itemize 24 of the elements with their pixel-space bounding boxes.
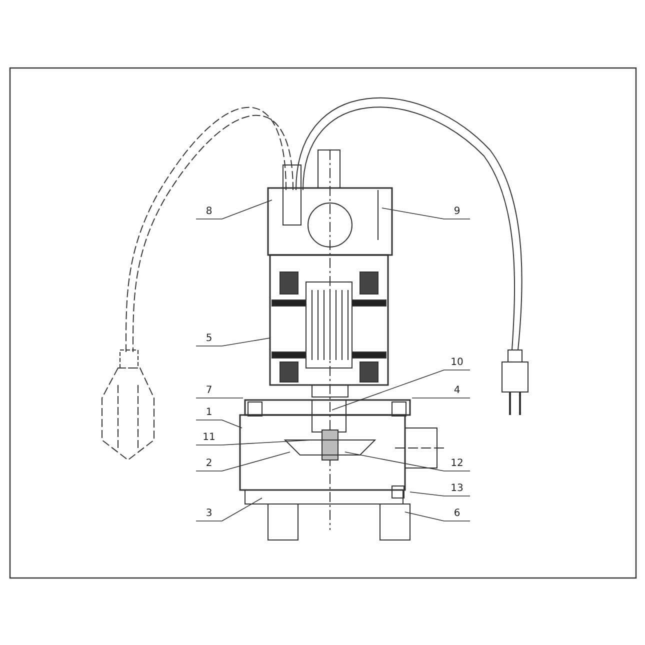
callout-number: 4: [444, 385, 470, 397]
callout-number: 9: [444, 206, 470, 218]
leader-line: [410, 492, 470, 496]
leader-line: [382, 208, 470, 220]
leader-line: [196, 452, 290, 472]
callout-number: 6: [444, 508, 470, 520]
callout-number: 2: [196, 458, 222, 470]
callout-number: 3: [196, 508, 222, 520]
leader-line: [196, 420, 242, 428]
leader-line: [196, 440, 312, 446]
callout-number: 7: [196, 385, 222, 397]
callout-number: 5: [196, 333, 222, 345]
callout-number: 1: [196, 407, 222, 419]
callout-number: 10: [444, 357, 470, 369]
leader-line: [404, 512, 470, 522]
leader-line: [196, 498, 262, 522]
leader-line: [332, 370, 470, 410]
leader-line: [344, 452, 470, 472]
leader-line: [196, 338, 270, 346]
callout-number: 11: [196, 432, 222, 444]
callout-number: 12: [444, 458, 470, 470]
leader-line: [196, 200, 272, 220]
callout-number: 8: [196, 206, 222, 218]
callout-number: 13: [444, 483, 470, 495]
